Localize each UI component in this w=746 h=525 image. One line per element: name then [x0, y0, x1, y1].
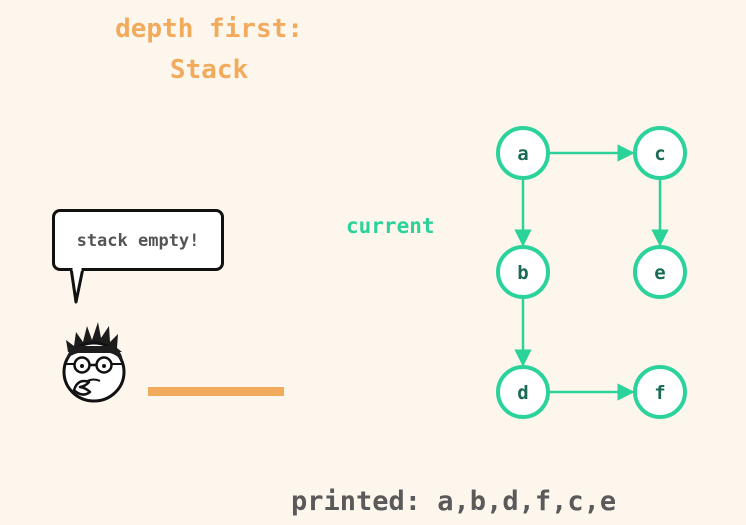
speech-bubble: stack empty!: [52, 209, 224, 271]
node-f-label: f: [654, 382, 665, 404]
title-line-1: depth first:: [115, 14, 303, 44]
speech-bubble-tail-icon: [70, 268, 84, 304]
printed-output: printed: a,b,d,f,c,e: [291, 486, 617, 517]
node-d-label: d: [517, 382, 528, 404]
current-label: current: [346, 214, 435, 238]
node-d: d: [496, 365, 550, 419]
node-b-label: b: [517, 262, 528, 284]
node-b: b: [496, 245, 550, 299]
title-line-2: Stack: [169, 55, 249, 85]
node-a: a: [496, 126, 550, 180]
node-f: f: [633, 365, 687, 419]
node-c-label: c: [654, 143, 665, 165]
thinking-person-avatar-icon: [62, 322, 126, 403]
node-e-label: e: [654, 262, 665, 284]
node-c: c: [633, 126, 687, 180]
stack-bar: [148, 387, 284, 396]
node-e: e: [633, 245, 687, 299]
speech-bubble-text: stack empty!: [76, 231, 200, 251]
node-a-label: a: [517, 143, 528, 165]
